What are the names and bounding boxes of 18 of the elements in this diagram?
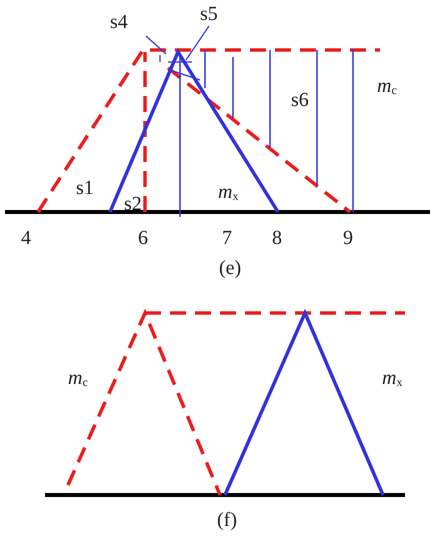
curve-label: m$_{c}$ [68,368,88,388]
panel-caption: (f) [217,510,237,530]
panel-caption: (e) [219,258,242,278]
region-label: s4 [110,12,128,32]
region-label: s2 [124,194,142,214]
region-label: s1 [76,178,94,198]
tick-label: 9 [343,228,353,248]
region-label: s6 [291,90,309,110]
curve-label: m$_{x}$ [382,368,402,388]
tick-label: 7 [222,228,232,248]
tick-label: 8 [272,228,282,248]
leader-line [186,26,210,60]
leader-line [146,36,166,54]
tick-label: 4 [21,228,31,248]
tick-label: 6 [138,228,148,248]
curve-label: m$_{c}$ [377,76,397,96]
region-label: s5 [200,4,218,24]
curve-label: m$_{x}$ [218,182,238,202]
